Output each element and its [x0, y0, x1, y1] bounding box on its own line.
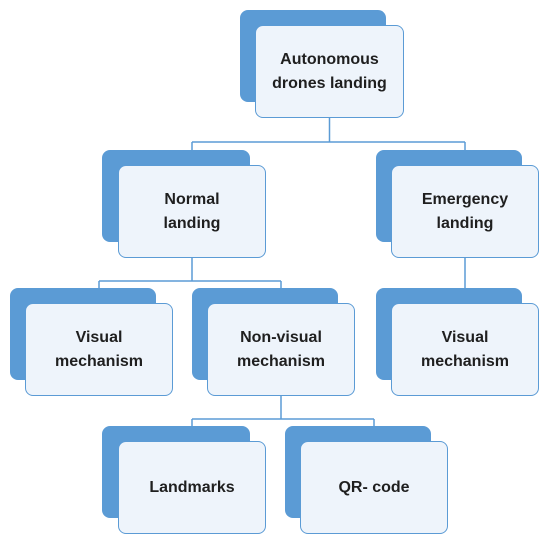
node-label: Landmarks: [149, 478, 235, 496]
node-label: Autonomous drones landing: [272, 50, 387, 92]
node-label: QR- code: [338, 478, 410, 496]
node-label: Emergency landing: [421, 190, 509, 232]
node-label: Visual mechanism: [54, 328, 144, 370]
node-label: Normal landing: [163, 190, 221, 232]
node-label: Visual mechanism: [420, 328, 510, 370]
node-label: Non-visual mechanism: [236, 328, 326, 370]
